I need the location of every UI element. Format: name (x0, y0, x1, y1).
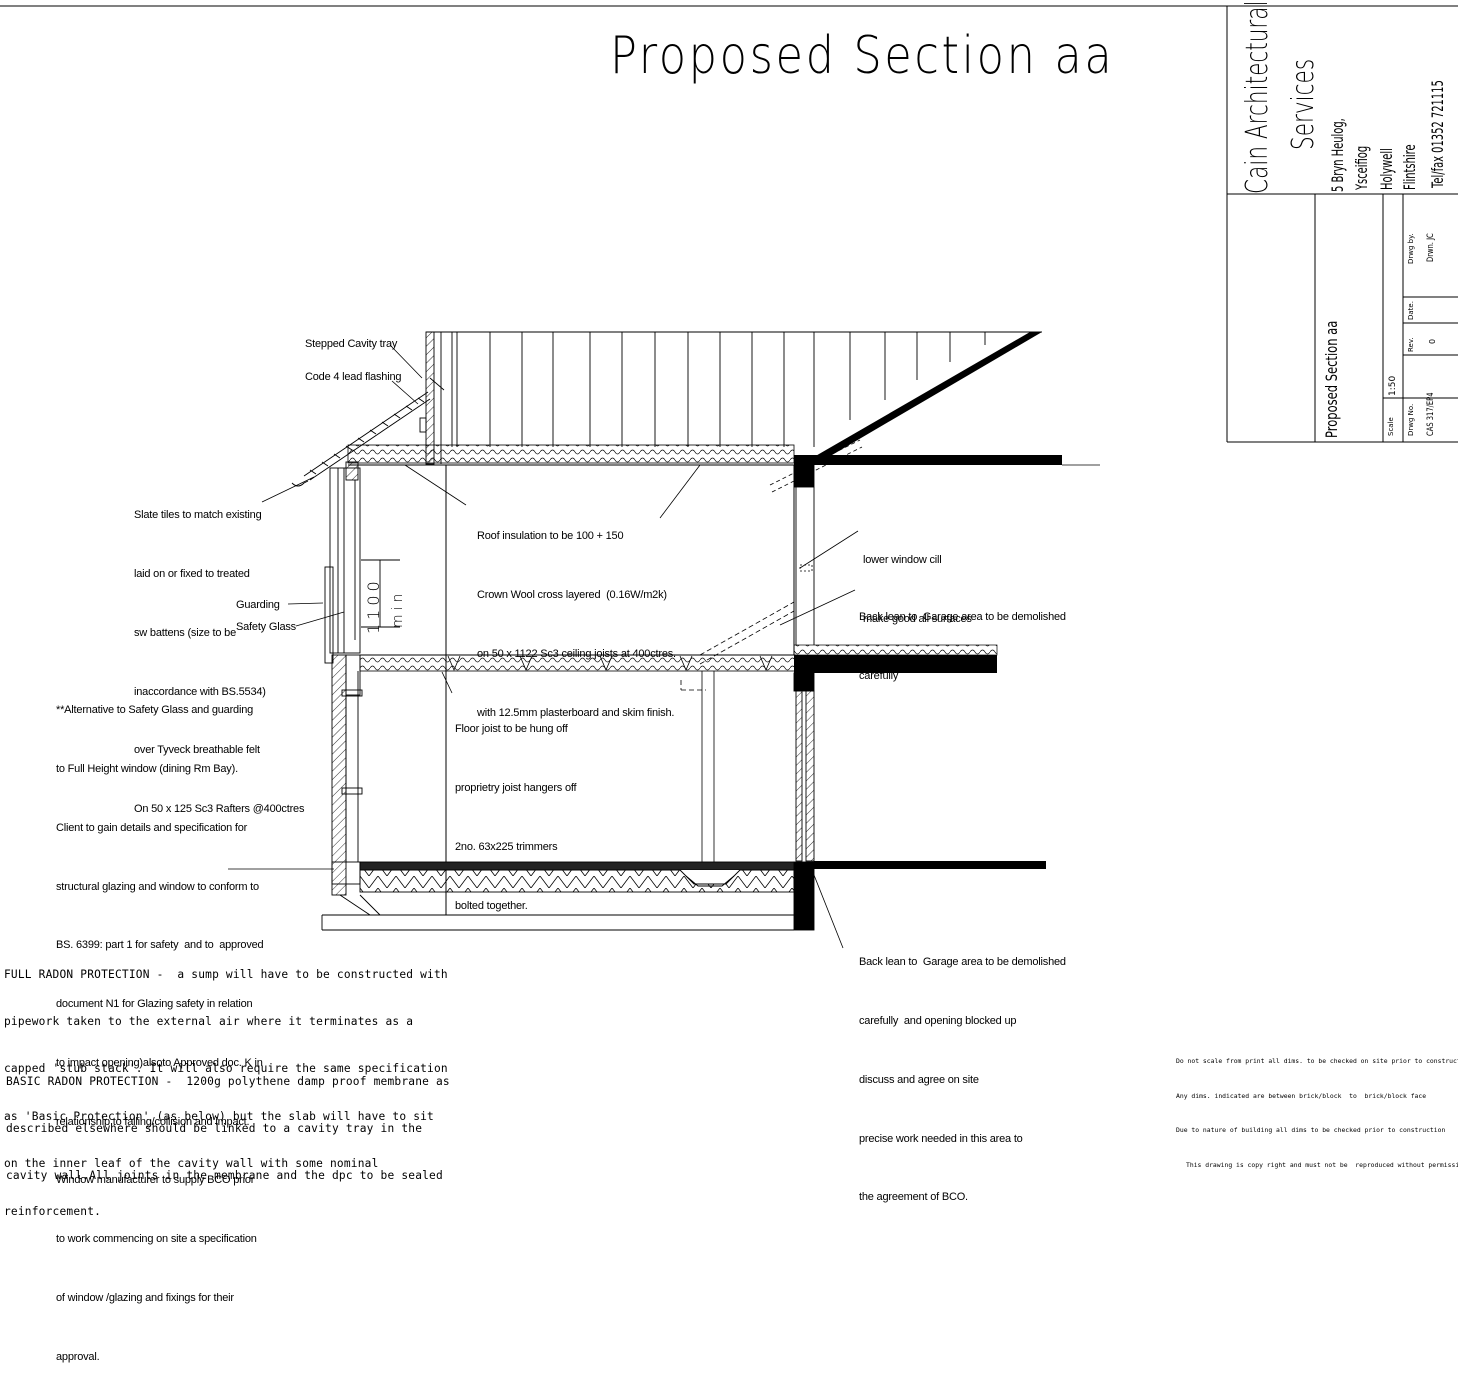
note-basic-radon-protection: BASIC RADON PROTECTION - 1200g polythene… (6, 1074, 450, 1183)
ceiling-insulation (347, 444, 795, 464)
drwg-by-value: Drwn. JC (1426, 233, 1436, 262)
right-wall (793, 464, 815, 931)
dimension-min: min (390, 589, 406, 628)
lean-to-roof (291, 377, 445, 487)
rev-label: Rev. (1407, 337, 1415, 352)
label-guarding: Guarding (236, 599, 280, 611)
address-line-3: Holywell (1377, 148, 1396, 190)
main-roof-slope (800, 332, 1042, 465)
drawing-title: Proposed Section aa (610, 26, 1115, 86)
phone-line: Tel/fax 01352 721115 (1428, 80, 1447, 188)
scale-value: 1:50 (1388, 375, 1398, 396)
company-name-line1: Cain Architectural (1240, 0, 1275, 195)
left-wall-upper (324, 461, 400, 664)
label-lead-flashing: Code 4 lead flashing (305, 371, 402, 383)
left-wall-ground (331, 654, 363, 896)
disclaimer-notes: Do not scale from print all dims. to be … (1176, 1057, 1458, 1169)
note-back-lean-top: Back lean to Garage area to be demolishe… (859, 611, 1066, 682)
label-safety-glass: Safety Glass (236, 621, 296, 633)
note-back-lean-bottom: Back lean to Garage area to be demolishe… (859, 956, 1066, 1204)
rev-value: 0 (1428, 338, 1437, 344)
scale-label: Scale (1387, 417, 1395, 436)
drwg-by-label: Drwg by. (1407, 233, 1415, 264)
date-label: Date. (1407, 301, 1415, 320)
address-line-2: Ysceifiog (1352, 145, 1371, 190)
note-lower-window-cill: lower window cill make good all surfaces (863, 554, 972, 625)
address-line-1: 5 Bryn Heulog, (1328, 118, 1347, 192)
drwg-no-value: CAS 317/EP4 (1426, 392, 1436, 436)
dimension-1100: 1100 (364, 577, 383, 634)
label-stepped-cavity-tray: Stepped Cavity tray (305, 338, 398, 350)
address-line-4: Flintshire (1400, 144, 1419, 190)
sheet-title: Proposed Section aa (1322, 320, 1341, 438)
upper-wall-studs (425, 331, 1042, 465)
demolish-dashed (680, 601, 795, 691)
section-drawing (0, 5, 1458, 949)
leader-lines (228, 344, 859, 949)
note-roof-insulation: Roof insulation to be 100 + 150 Crown Wo… (477, 530, 676, 719)
ground-slab (321, 861, 795, 931)
company-name-line2: Services (1286, 58, 1321, 150)
drwg-no-label: Drwg No. (1407, 403, 1415, 436)
title-block-frame (1226, 6, 1458, 443)
note-slate-tiles: Slate tiles to match existing laid on or… (134, 509, 305, 816)
note-floor-joist: Floor joist to be hung off proprietry jo… (455, 723, 577, 912)
